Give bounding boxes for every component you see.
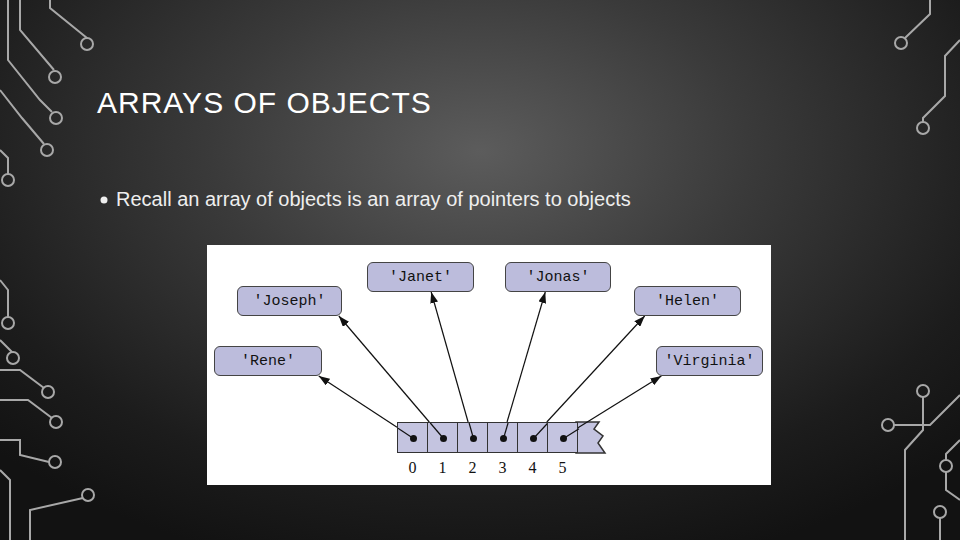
pointer-arrow bbox=[319, 376, 397, 427]
bullet-text: Recall an array of objects is an array o… bbox=[116, 188, 631, 211]
circuit-pad bbox=[82, 489, 94, 501]
circuit-trace bbox=[0, 400, 52, 418]
index-number: 4 bbox=[518, 459, 547, 477]
circuit-pad bbox=[49, 456, 61, 468]
string-value: 'Jonas' bbox=[526, 269, 589, 286]
array-cell: 2 bbox=[457, 422, 488, 453]
bullet-dot bbox=[101, 197, 108, 204]
index-number: 0 bbox=[398, 459, 427, 477]
index-number: 1 bbox=[428, 459, 457, 477]
circuit-trace bbox=[50, 0, 87, 38]
circuit-pad bbox=[42, 386, 54, 398]
circuit-trace bbox=[0, 470, 10, 540]
array-cell: 1 bbox=[427, 422, 458, 453]
pointer-dot-art bbox=[428, 423, 459, 454]
pointer-dot bbox=[470, 435, 477, 442]
circuit-pad bbox=[2, 317, 14, 329]
circuit-trace bbox=[8, 0, 52, 112]
pointer-dot-art bbox=[548, 423, 579, 454]
index-number: 2 bbox=[458, 459, 487, 477]
circuit-trace bbox=[0, 340, 12, 352]
circuit-pad bbox=[7, 352, 19, 364]
string-value: 'Rene' bbox=[241, 353, 295, 370]
array-cell: 3 bbox=[487, 422, 518, 453]
circuit-pad bbox=[2, 174, 14, 186]
array-cell: 0 bbox=[397, 422, 428, 453]
string-value: 'Janet' bbox=[389, 269, 452, 286]
pointer-dot-art bbox=[458, 423, 489, 454]
circuit-pad bbox=[895, 37, 907, 49]
pointer-arrow bbox=[339, 316, 429, 422]
string-object-box: 'Virginia' bbox=[656, 346, 763, 376]
pointer-dot bbox=[500, 435, 507, 442]
circuit-pad bbox=[940, 460, 952, 472]
pointer-dot bbox=[560, 435, 567, 442]
circuit-pad bbox=[50, 416, 62, 428]
pointer-arrow bbox=[507, 292, 545, 422]
circuit-pad bbox=[917, 385, 929, 397]
circuit-pad bbox=[917, 122, 929, 134]
circuit-pad bbox=[934, 506, 946, 518]
string-object-box: 'Jonas' bbox=[505, 262, 611, 292]
index-number: 3 bbox=[488, 459, 517, 477]
circuit-pad bbox=[81, 38, 93, 50]
circuit-pad bbox=[41, 144, 53, 156]
index-number: 5 bbox=[548, 459, 577, 477]
illustration-panel: 'Janet' 'Jonas' 'Joseph' 'Helen' 'Rene' 'Virg… bbox=[207, 245, 771, 485]
slide-title: ARRAYS OF OBJECTS bbox=[97, 86, 432, 120]
circuit-trace bbox=[905, 0, 930, 38]
pointer-dot-art bbox=[398, 423, 429, 454]
circuit-trace bbox=[0, 440, 49, 462]
circuit-trace bbox=[946, 472, 960, 500]
string-object-box: 'Helen' bbox=[634, 286, 741, 316]
pointer-dot bbox=[410, 435, 417, 442]
string-object-box: 'Rene' bbox=[214, 346, 322, 376]
circuit-pad bbox=[882, 419, 894, 431]
circuit-pad bbox=[49, 71, 61, 83]
circuit-trace bbox=[0, 280, 8, 317]
circuit-pad bbox=[50, 112, 62, 124]
pointer-dot-art bbox=[518, 423, 549, 454]
circuit-trace bbox=[20, 0, 54, 70]
pointer-arrow bbox=[578, 376, 661, 428]
circuit-trace bbox=[0, 370, 44, 388]
circuit-trace bbox=[0, 150, 8, 174]
circuit-trace bbox=[894, 395, 960, 425]
array-cell: 5 bbox=[547, 422, 578, 453]
circuit-trace bbox=[923, 40, 960, 122]
string-object-box: 'Joseph' bbox=[237, 286, 342, 316]
string-value: 'Virginia' bbox=[664, 353, 754, 370]
string-value: 'Joseph' bbox=[253, 293, 325, 310]
array-cell: 4 bbox=[517, 422, 548, 453]
pointer-arrow bbox=[547, 316, 645, 422]
string-object-box: 'Janet' bbox=[367, 262, 474, 292]
circuit-trace bbox=[905, 397, 923, 540]
circuit-trace bbox=[946, 440, 960, 460]
pointer-dot-art bbox=[488, 423, 519, 454]
pointer-dot bbox=[440, 435, 447, 442]
circuit-trace bbox=[0, 90, 44, 144]
circuit-trace bbox=[30, 498, 83, 540]
circuit-trace bbox=[939, 518, 941, 540]
pointer-dot bbox=[530, 435, 537, 442]
pointer-arrow bbox=[431, 292, 468, 422]
string-value: 'Helen' bbox=[656, 293, 719, 310]
